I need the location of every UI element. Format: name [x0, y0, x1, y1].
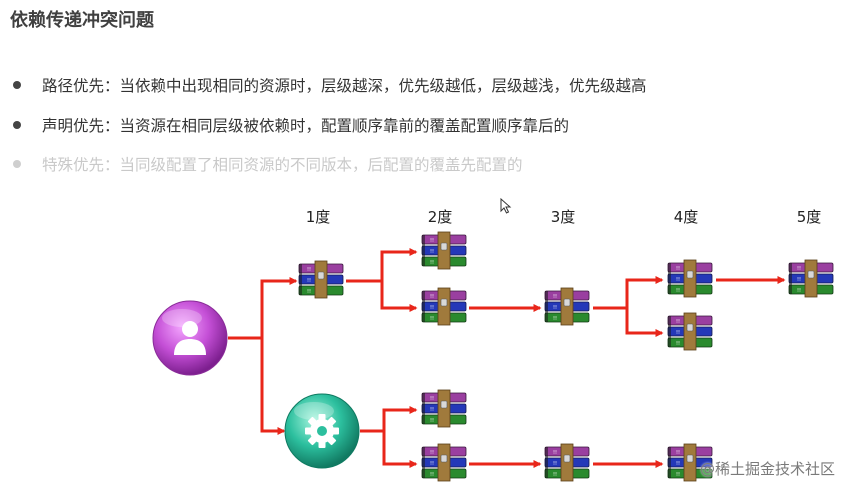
project-node: [152, 300, 228, 376]
module-node: [284, 393, 360, 469]
archive-books-icon: [421, 443, 467, 482]
archive-books-icon: [667, 312, 713, 351]
bullet-dot-icon: [13, 121, 21, 129]
gear-icon: [305, 414, 339, 448]
bullet-dot-icon: [13, 81, 21, 89]
bullet-declaration-priority: 声明优先：当资源在相同层级被依赖时，配置顺序靠前的覆盖配置顺序靠后的: [10, 114, 569, 136]
archive-books-icon: [421, 389, 467, 428]
arrow-project-to-module: [260, 338, 286, 435]
bullet-path-priority: 路径优先：当依赖中出现相同的资源时，层级越深，优先级越低，层级越浅，优先级越高: [10, 74, 647, 96]
user-icon: [174, 321, 206, 355]
archive-books-icon: [788, 259, 834, 298]
arrow-project-to-level1: [228, 277, 298, 340]
slide-title: 依赖传递冲突问题: [10, 10, 154, 31]
arrow-level1-to-level2-bottom: [380, 281, 418, 312]
level-label-1: 1度: [305, 208, 331, 226]
arrow-module-to-level2-bottom: [382, 431, 418, 468]
bullet-special-priority: 特殊优先：当同级配置了相同资源的不同版本，后配置的覆盖先配置的: [10, 153, 523, 175]
watermark: @稀土掘金技术社区: [699, 460, 835, 478]
level-label-2: 2度: [427, 208, 453, 226]
arrow-level3-to-level4-bottom: [625, 308, 664, 337]
arrow-module-to-level2-top: [360, 406, 418, 433]
arrow-level3-to-level4-top: [593, 276, 664, 310]
bullet-text: 特殊优先：当同级配置了相同资源的不同版本，后配置的覆盖先配置的: [42, 156, 523, 174]
arrow-level1-to-level2-top: [346, 248, 418, 283]
bullet-text: 路径优先：当依赖中出现相同的资源时，层级越深，优先级越低，层级越浅，优先级越高: [42, 77, 647, 95]
bullet-text: 声明优先：当资源在相同层级被依赖时，配置顺序靠前的覆盖配置顺序靠后的: [42, 117, 570, 135]
archive-books-icon: [544, 443, 590, 482]
level-label-5: 5度: [796, 208, 822, 226]
archive-books-icon: [667, 259, 713, 298]
archive-books-icon: [544, 287, 590, 326]
archive-books-icon: [298, 260, 344, 299]
level-label-4: 4度: [673, 208, 699, 226]
level-label-3: 3度: [550, 208, 576, 226]
archive-books-icon: [421, 287, 467, 326]
dependency-nodes: [298, 231, 834, 482]
upper-branch-arrows: [228, 248, 786, 340]
archive-books-icon: [421, 231, 467, 270]
lower-branch-arrows: [260, 338, 664, 468]
mouse-cursor-icon: [500, 198, 512, 214]
bullet-dot-icon: [13, 160, 21, 168]
